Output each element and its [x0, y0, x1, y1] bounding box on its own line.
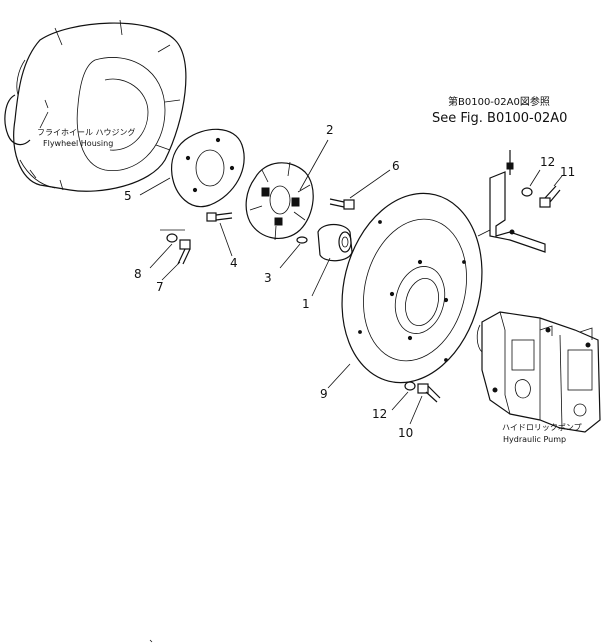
part-12-washer-lower [391, 381, 416, 411]
see-fig-caption-en: See Fig. B0100-02A0 [432, 111, 567, 126]
callout-12-lower: 12 [372, 407, 387, 421]
part-1-hub [311, 223, 353, 297]
callout-9: 9 [320, 387, 328, 401]
stray-mark [149, 639, 153, 643]
callout-8: 8 [134, 267, 142, 281]
callout-5: 5 [124, 189, 132, 203]
callout-12-upper: 12 [540, 155, 555, 169]
callout-2: 2 [326, 123, 334, 137]
part-7-bolt [161, 239, 191, 281]
flywheel-housing-caption-jp: フライホイール ハウジング [37, 127, 136, 137]
callout-10: 10 [398, 426, 413, 440]
bracket [477, 150, 546, 253]
callout-4: 4 [230, 256, 238, 270]
part-11-bolt [539, 175, 563, 208]
part-6-bolt [329, 169, 391, 210]
hydraulic-pump-caption-jp: ハイドロリックポンプ [502, 423, 582, 432]
flywheel-housing [4, 19, 187, 192]
part-5-plate [139, 128, 245, 208]
callout-11: 11 [560, 165, 575, 179]
callout-1: 1 [302, 297, 310, 311]
part-10-bolt [409, 383, 441, 425]
part-9-disc [327, 192, 483, 389]
callout-7: 7 [156, 280, 164, 294]
hydraulic-pump [476, 311, 601, 433]
part-3-pin [279, 236, 308, 269]
part-12-washer-upper [521, 169, 541, 197]
see-fig-caption-jp: 第B0100-02A0図参照 [448, 95, 550, 108]
callout-3: 3 [264, 271, 272, 285]
part-4-bolt [206, 212, 233, 257]
part-8-washer [149, 229, 185, 269]
hydraulic-pump-caption-en: Hydraulic Pump [503, 435, 566, 444]
callout-6: 6 [392, 159, 400, 173]
flywheel-housing-caption-en: Flywheel Housing [43, 139, 113, 148]
part-2-coupling [245, 139, 329, 241]
